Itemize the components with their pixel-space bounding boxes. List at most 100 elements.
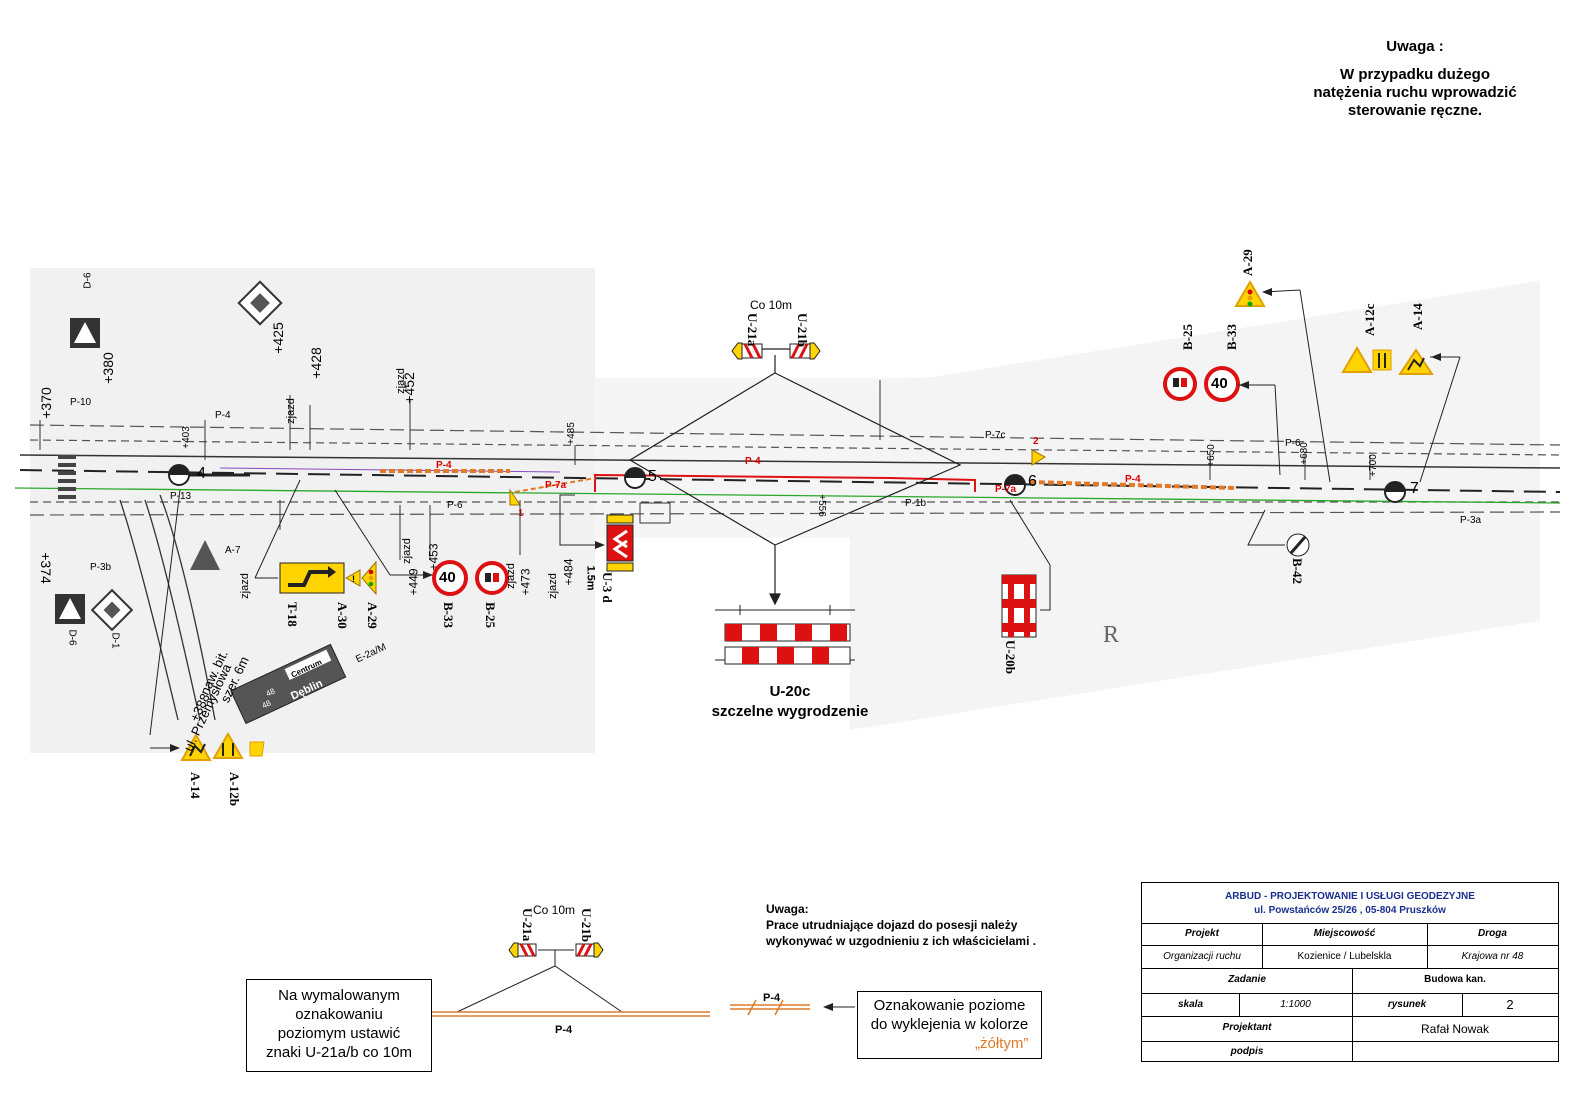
road-label-zjazd-1: zjazd — [284, 398, 297, 424]
label-a14-top: A-14 — [1410, 303, 1425, 330]
road-label-n2: 2 — [1033, 436, 1039, 447]
road-label-p3b: P-3b — [90, 562, 112, 573]
u21-signs-top — [731, 342, 821, 360]
b33-sign-left — [432, 560, 468, 596]
tb-zadanie-v: Budowa kan. — [1424, 974, 1486, 985]
tb-droga-v: Krajowa nr 48 — [1461, 951, 1524, 962]
road-label-km650: +650 — [1205, 444, 1217, 467]
road-label-km403: +403 — [180, 426, 192, 449]
label-a12c: A-12c — [1362, 303, 1377, 337]
top-note-line1: W przypadku dużego — [1340, 66, 1490, 83]
a30-mini-1 — [509, 488, 521, 506]
road-label-d6-bottom: D-6 — [66, 629, 78, 646]
direction-board — [230, 643, 347, 725]
tb-skala-h: skala — [1177, 999, 1204, 1010]
t18-sign — [279, 562, 345, 594]
road-edges — [29, 424, 1561, 516]
label-u20b: U-20b — [1003, 640, 1018, 674]
road-label-a7: A-7 — [225, 545, 241, 556]
legend-u21b: U-21b — [579, 908, 594, 942]
road-label-km453: +453 — [426, 543, 441, 571]
label-b25-left: B-25 — [483, 602, 498, 628]
road-label-n1: 1 — [518, 508, 524, 519]
legend-box-right: Oznakowanie poziome do wyklejenia w kolo… — [857, 991, 1042, 1059]
top-note: Uwaga : W przypadku dużego natężenia ruc… — [1290, 38, 1540, 120]
tb-miejscowosc-h: Miejscowość — [1313, 928, 1376, 939]
legend-drawing — [456, 950, 623, 1013]
pedestrian-sign-bottom — [55, 594, 85, 624]
road-label-p7c: P-7c — [985, 430, 1006, 441]
a29-sign-top-right — [1234, 280, 1266, 307]
label-u21b-top: U-21b — [795, 313, 810, 347]
legend-box-left-text: Na wymalowanym oznakowaniu poziomym usta… — [266, 987, 412, 1061]
road-label-zjazd-6: zjazd — [546, 573, 559, 599]
crosswalk — [58, 455, 76, 499]
work-note-line1: Prace utrudniające dojazd do posesji nal… — [766, 918, 1018, 932]
road-label-km700: +700 — [1367, 454, 1379, 477]
label-b42: B-42 — [1290, 558, 1305, 584]
road-label-p6-2: P-6 — [1285, 438, 1301, 449]
b25-sign-top-right — [1163, 367, 1197, 401]
tb-zadanie-h: Zadanie — [1228, 974, 1266, 985]
road-label-km484: +484 — [561, 558, 576, 586]
tb-miejscowosc-v: Kozienice / Lubelskla — [1297, 951, 1392, 962]
svg-text:!: ! — [352, 574, 355, 584]
road-label-km370: +370 — [37, 387, 54, 419]
road-label-p1b: P-1b — [905, 498, 927, 509]
road-label-p4-1: P-4 — [436, 460, 452, 471]
label-b33-left: B-33 — [441, 602, 456, 628]
road-label-zjazd-3: zjazd — [238, 573, 251, 599]
axis-points — [168, 464, 1406, 503]
pedestrian-sign-top — [70, 318, 100, 348]
u20c-subtitle: szczelne wygrodzenie — [711, 703, 869, 720]
road-label-km374: +374 — [37, 552, 54, 584]
tb-podpis-h: podpis — [1230, 1046, 1264, 1057]
a29-sign-left — [361, 560, 377, 596]
road-label-p7a-2: P-7a — [995, 484, 1017, 495]
road-label-km556: +556 — [815, 494, 827, 517]
top-note-title: Uwaga : — [1386, 38, 1444, 55]
legend-u21-signs — [508, 942, 604, 958]
title-block-company: ARBUD - PROJEKTOWANIE I USŁUGI GEODEZYJN… — [1225, 891, 1475, 902]
tb-projekt-h: Projekt — [1185, 928, 1219, 939]
p4-orange-2 — [1029, 480, 1236, 490]
legend-box-left: Na wymalowanym oznakowaniu poziomym usta… — [246, 979, 432, 1072]
road-label-p4-3: P-4 — [1125, 474, 1141, 485]
a30-sign: ! — [344, 569, 361, 587]
road-label-km425: +425 — [269, 322, 286, 354]
road-edge-line — [19, 454, 1561, 469]
road-label-km452: +452 — [400, 372, 417, 404]
road-label-km680: +680 — [1298, 442, 1310, 465]
title-block-address: ul. Powstańców 25/26 , 05-804 Pruszków — [1254, 905, 1446, 916]
legend-co10m: Co 10m — [533, 903, 576, 917]
a7-sign — [190, 540, 220, 570]
road-label-zjazd-5: zjazd — [504, 563, 517, 589]
road-label-d1: D-1 — [109, 632, 121, 649]
top-note-line3: sterowanie ręczne. — [1347, 102, 1483, 119]
tb-rysunek-h: rysunek — [1387, 999, 1427, 1010]
road-label-p4-2: P-4 — [745, 456, 761, 467]
tb-projekt-v: Organizacji ruchu — [1163, 951, 1241, 962]
road-label-p4-grey: P-4 — [215, 410, 231, 421]
road-label-p6-1: P-6 — [447, 500, 463, 511]
road-label-p10: P-10 — [70, 397, 92, 408]
road-label-zjazd-4: zjazd — [400, 538, 413, 564]
road-label-n7: 7 — [1410, 480, 1419, 497]
road-label-n4: 4 — [197, 465, 206, 482]
work-zone-red — [594, 473, 976, 492]
label-b33-top: B-33 — [1224, 324, 1239, 350]
road-label-dist: 1.5m — [584, 565, 597, 591]
legend-box-right-text: Oznakowanie poziome do wyklejenia w kolo… — [870, 997, 1029, 1033]
legend-p4-line-label: P-4 — [555, 1024, 573, 1036]
label-a30: A-30 — [335, 602, 350, 629]
tb-projektant-h: Projektant — [1222, 1022, 1272, 1033]
legend-box-right-color: „żółtym” — [975, 1035, 1029, 1052]
label-b25-top: B-25 — [1180, 324, 1195, 350]
road-label-km485: +485 — [565, 422, 577, 445]
label-co10m-top: Co 10m — [750, 298, 793, 312]
road-label-n6: 6 — [1028, 473, 1037, 490]
road-label-km428: +428 — [307, 347, 324, 379]
road-label-km473: +473 — [518, 568, 533, 596]
b42-sign — [1286, 533, 1310, 557]
a12c-sign-top-right — [1341, 346, 1392, 373]
